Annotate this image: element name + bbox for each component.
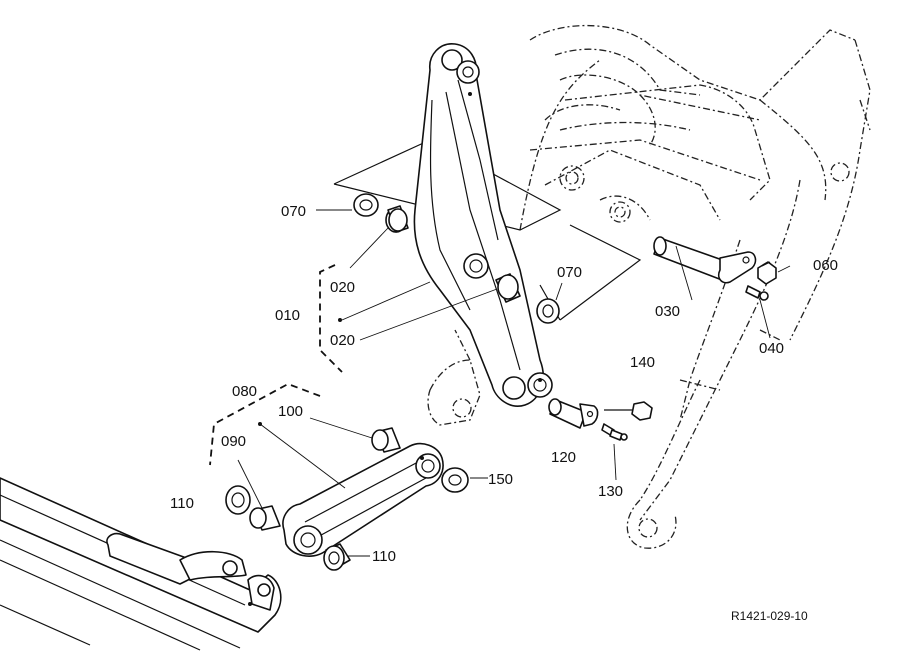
bushing-020-lower <box>495 273 521 303</box>
pin-030 <box>653 236 757 284</box>
grease-fitting-130 <box>601 423 628 441</box>
callout-090: 090 <box>221 433 246 450</box>
leader-lines <box>237 209 791 557</box>
callout-010: 010 <box>275 307 300 324</box>
callout-080: 080 <box>232 383 257 400</box>
callout-labels: 010 020 020 030 040 060 070 070 080 090 … <box>170 203 838 623</box>
callout-120: 120 <box>551 449 576 466</box>
washer-070-lower <box>536 298 560 324</box>
reference-code: R1421-029-10 <box>731 609 808 623</box>
pin-120 <box>548 398 599 429</box>
spacer-110-right <box>323 543 351 571</box>
lift-cylinder-phantom <box>544 74 761 146</box>
bucket-bracket <box>0 477 282 651</box>
callout-070-upper: 070 <box>281 203 306 220</box>
callout-060: 060 <box>813 257 838 274</box>
callout-020-lower: 020 <box>330 332 355 349</box>
bolt-060 <box>757 261 777 285</box>
bushing-020-upper <box>385 205 409 233</box>
group-bracket-080 <box>209 383 321 466</box>
callout-150: 150 <box>488 471 513 488</box>
callout-070-lower: 070 <box>557 264 582 281</box>
callout-110-right: 110 <box>372 548 396 565</box>
bushing-100 <box>371 427 401 453</box>
callout-020-upper: 020 <box>330 279 355 296</box>
callout-040: 040 <box>759 340 784 357</box>
callout-100: 100 <box>278 403 303 420</box>
link-arm-010 <box>413 43 553 407</box>
callout-110-left: 110 <box>170 495 194 512</box>
spacer-110-left <box>225 485 251 515</box>
washer-150 <box>441 467 469 493</box>
washer-070-upper <box>353 193 379 217</box>
grease-fitting-040 <box>745 285 769 301</box>
loader-frame-phantom <box>427 24 871 549</box>
group-bracket-010 <box>319 264 343 373</box>
lower-link-090 <box>282 442 444 557</box>
callout-030: 030 <box>655 303 680 320</box>
callout-140: 140 <box>630 354 655 371</box>
bolt-140 <box>604 401 653 421</box>
callout-130: 130 <box>598 483 623 500</box>
bushing-090 <box>249 505 281 531</box>
